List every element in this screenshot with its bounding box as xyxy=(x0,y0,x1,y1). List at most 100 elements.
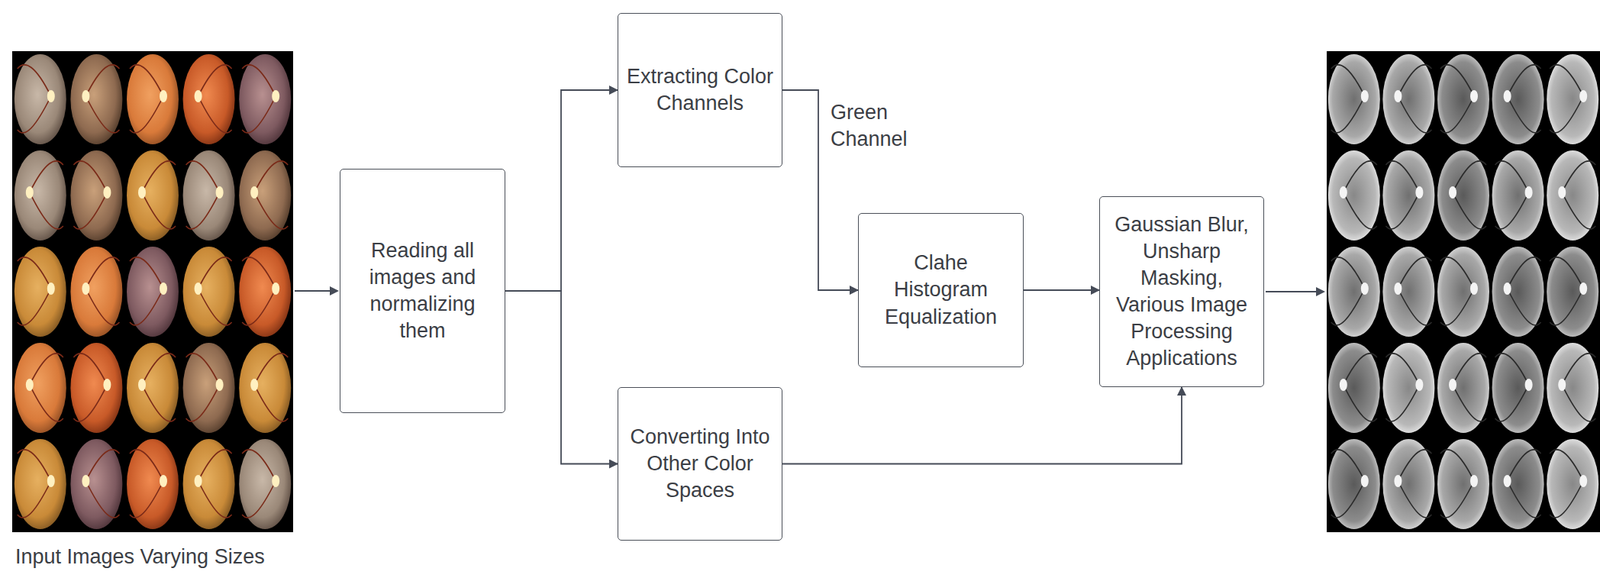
box-text: Extracting Color Channels xyxy=(625,63,775,117)
vessel xyxy=(254,192,288,230)
optic-disc xyxy=(103,378,111,391)
optic-disc xyxy=(1339,186,1348,199)
fundus-disc xyxy=(126,438,179,530)
vessel xyxy=(129,288,164,326)
vessel xyxy=(241,64,276,97)
vessel xyxy=(198,449,233,481)
connector xyxy=(1023,289,1100,291)
fundus-image xyxy=(1492,54,1545,145)
fundus-image xyxy=(183,246,236,337)
fundus-disc xyxy=(1492,150,1545,241)
vessel xyxy=(1561,161,1596,193)
vessel xyxy=(1452,161,1487,193)
vessel xyxy=(1549,96,1584,133)
fundus-disc xyxy=(14,342,67,433)
optic-disc xyxy=(1448,378,1457,391)
fundus-disc xyxy=(14,150,67,241)
optic-disc xyxy=(138,186,146,199)
fundus-disc xyxy=(183,54,236,145)
optic-disc xyxy=(271,282,280,295)
fundus-disc xyxy=(1492,54,1545,145)
fundus-disc xyxy=(1382,342,1435,433)
optic-disc xyxy=(271,90,280,103)
vessel xyxy=(1495,353,1530,385)
fundus-image xyxy=(1437,54,1490,145)
fundus-disc xyxy=(1382,246,1435,337)
vessel xyxy=(1452,384,1487,422)
optic-disc xyxy=(194,474,203,488)
fundus-image xyxy=(14,342,67,433)
optic-disc xyxy=(1579,474,1588,488)
input-grid xyxy=(12,51,294,533)
fundus-disc xyxy=(1328,438,1381,530)
optic-disc xyxy=(1361,282,1369,295)
optic-disc xyxy=(250,186,259,199)
fundus-disc xyxy=(70,150,123,241)
fundus-image xyxy=(183,342,236,433)
fundus-disc xyxy=(1437,246,1490,337)
fundus-image xyxy=(1492,438,1545,530)
vessel xyxy=(129,257,164,289)
vessel xyxy=(1397,257,1432,289)
fundus-disc xyxy=(70,54,123,145)
output-arrow xyxy=(1265,290,1318,293)
vessel xyxy=(254,161,288,193)
vessel xyxy=(1561,384,1596,422)
fundus-disc xyxy=(1328,246,1381,337)
optic-disc xyxy=(81,474,90,488)
vessel xyxy=(1385,384,1420,422)
caption-label: Input Images Varying Sizes xyxy=(15,543,265,571)
optic-disc xyxy=(271,474,280,488)
fundus-disc xyxy=(238,342,291,433)
fundus-disc xyxy=(14,246,67,337)
vessel xyxy=(129,64,164,97)
vessel xyxy=(1440,257,1475,289)
vessel xyxy=(1549,480,1584,518)
fundus-image xyxy=(126,150,179,241)
vessel xyxy=(17,257,52,289)
vessel xyxy=(1561,353,1596,385)
box-text: Converting Into Other Color Spaces xyxy=(625,423,775,504)
fundus-image xyxy=(1382,150,1435,241)
fundus-image xyxy=(1328,150,1381,241)
fundus-image xyxy=(1546,54,1599,145)
process-box: Extracting Color Channels xyxy=(617,12,783,168)
fundus-disc xyxy=(1382,438,1435,530)
vessel xyxy=(73,353,107,385)
fundus-image xyxy=(1437,246,1490,337)
vessel xyxy=(1452,192,1487,230)
optic-disc xyxy=(1415,378,1423,391)
vessel xyxy=(1440,288,1475,326)
vessel xyxy=(1397,449,1432,481)
fundus-image xyxy=(70,438,123,530)
vessel xyxy=(1507,480,1542,518)
vessel xyxy=(73,192,107,230)
vessel xyxy=(1331,288,1365,326)
fundus-image xyxy=(14,246,67,337)
optic-disc xyxy=(1579,90,1588,103)
fundus-image xyxy=(1492,246,1545,337)
optic-disc xyxy=(1503,474,1512,488)
vessel xyxy=(1343,353,1378,385)
vessel xyxy=(1440,480,1475,518)
optic-disc xyxy=(47,474,55,488)
vessel xyxy=(129,449,164,481)
fundus-disc xyxy=(238,246,291,337)
fundus-image xyxy=(1382,342,1435,433)
optic-disc xyxy=(1361,90,1369,103)
vessel xyxy=(1397,64,1432,97)
vessel xyxy=(141,161,176,193)
optic-disc xyxy=(1415,186,1423,199)
vessel xyxy=(1549,257,1584,289)
fundus-disc xyxy=(1546,150,1599,241)
fundus-image xyxy=(1492,150,1545,241)
fundus-image xyxy=(14,438,67,530)
box-text: Gaussian Blur, Unsharp Masking, Various … xyxy=(1107,211,1256,373)
fundus-image xyxy=(14,54,67,145)
vessel xyxy=(186,353,220,385)
fundus-disc xyxy=(183,246,236,337)
fundus-image xyxy=(183,54,236,145)
process-box: Clahe Histogram Equalization xyxy=(858,212,1024,368)
